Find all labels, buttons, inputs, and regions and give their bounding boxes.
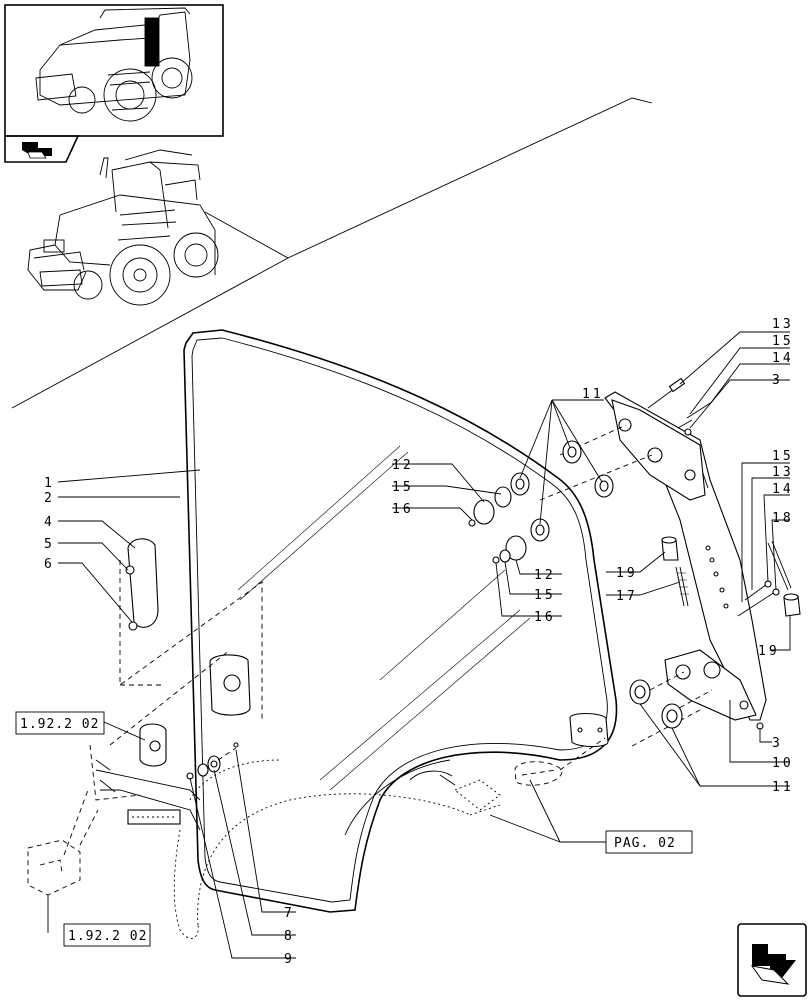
callout-6: 6 xyxy=(44,557,55,572)
leader-lines xyxy=(47,331,791,959)
fastener-group-left xyxy=(186,742,239,780)
callout-15-top: 15 xyxy=(772,334,794,349)
callout-13-top: 13 xyxy=(772,317,794,332)
thumbnail-nav-tab[interactable] xyxy=(4,135,80,163)
handle-plate xyxy=(109,649,251,746)
ref-box-upper[interactable]: 1.92.2 02 xyxy=(15,711,105,735)
callout-8: 8 xyxy=(284,929,295,944)
callout-3-lower: 3 xyxy=(772,736,783,751)
tractor-leader xyxy=(204,211,289,259)
callout-16-lower: 16 xyxy=(534,610,556,625)
hinge-assembly xyxy=(539,377,801,747)
callout-2: 2 xyxy=(44,491,55,506)
door-handle xyxy=(119,538,263,720)
callout-14-mid: 14 xyxy=(772,482,794,497)
callout-4: 4 xyxy=(44,515,55,530)
callout-5: 5 xyxy=(44,537,55,552)
callout-15-left: 15 xyxy=(392,480,414,495)
callout-14-top: 14 xyxy=(772,351,794,366)
callout-13-mid: 13 xyxy=(772,465,794,480)
callout-18: 18 xyxy=(772,511,794,526)
callout-12-left: 12 xyxy=(392,458,414,473)
callout-19-left: 19 xyxy=(616,566,638,581)
callout-19-right: 19 xyxy=(758,644,780,659)
tractor-illustration xyxy=(27,149,219,306)
callout-1: 1 xyxy=(44,476,55,491)
ref-lower-label[interactable]: 1.92.2 02 xyxy=(68,929,147,944)
ref-page-label[interactable]: PAG. 02 xyxy=(614,836,676,851)
callout-11-upper: 11 xyxy=(582,387,604,402)
callout-labels: 1 2 4 5 6 7 8 9 11 12 15 16 12 15 16 13 … xyxy=(44,317,794,967)
ref-box-lower[interactable]: 1.92.2 02 xyxy=(63,923,151,947)
callout-11-lower: 11 xyxy=(772,780,794,795)
page-forward-icon[interactable] xyxy=(737,923,807,997)
callout-15-lower: 15 xyxy=(534,588,556,603)
lower-bracket-group xyxy=(409,712,609,811)
nav-arrow-icon xyxy=(22,142,52,159)
tractor-thumbnail[interactable] xyxy=(4,4,224,137)
washers-upper xyxy=(468,440,614,564)
callout-9: 9 xyxy=(284,952,295,967)
ref-box-page[interactable]: PAG. 02 xyxy=(605,830,693,854)
callout-12-lower: 12 xyxy=(534,568,556,583)
callout-3-top: 3 xyxy=(772,373,783,388)
ref-upper-label[interactable]: 1.92.2 02 xyxy=(20,717,99,732)
callout-15-mid: 15 xyxy=(772,449,794,464)
latch-mechanism xyxy=(27,723,501,939)
door-glass-panel xyxy=(183,329,618,913)
callout-17: 17 xyxy=(616,589,638,604)
callout-7: 7 xyxy=(284,906,295,921)
divider-line xyxy=(11,97,653,409)
callout-10: 10 xyxy=(772,756,794,771)
callout-16-left: 16 xyxy=(392,502,414,517)
washers-lower xyxy=(629,679,683,729)
